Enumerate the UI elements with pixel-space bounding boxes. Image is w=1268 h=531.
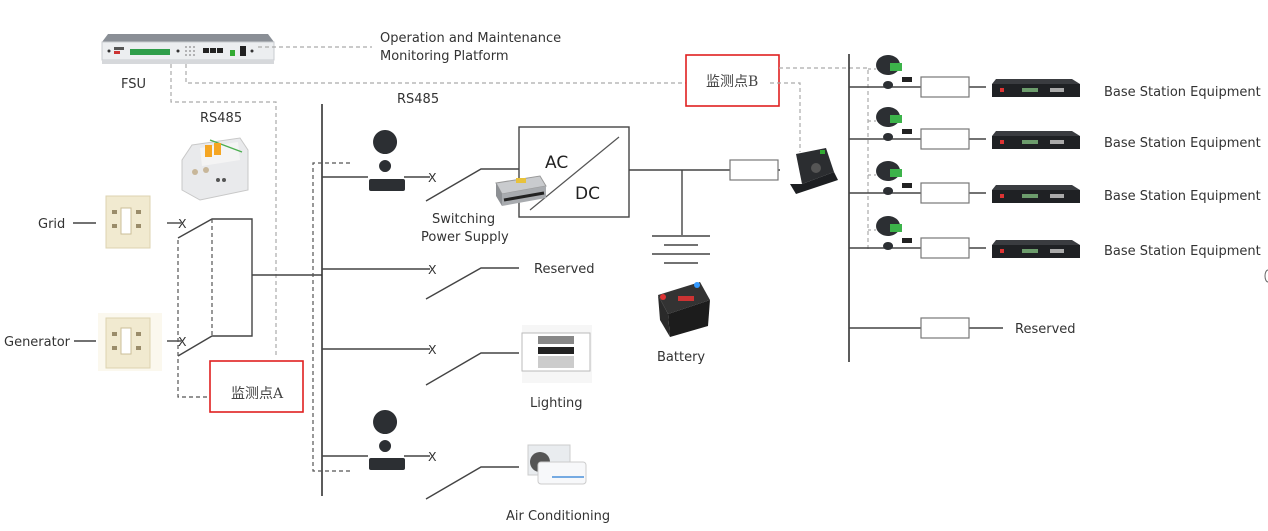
branch-4-current-sensor [369, 410, 405, 470]
converter-dc-label: DC [575, 184, 600, 204]
monitor-point-b-label: 监测点B [706, 74, 758, 90]
base-station-equipment-device [992, 131, 1080, 149]
transfer-switch [177, 218, 253, 357]
monitor-point-b[interactable]: 监测点B [685, 54, 780, 107]
battery-symbol [652, 235, 710, 264]
generator-current-transformer [98, 313, 162, 371]
platform-label-line2: Monitoring Platform [380, 49, 508, 64]
grid-label: Grid [38, 217, 65, 232]
dc-branch-current-sensor [876, 161, 912, 195]
dc-branch-fuse [920, 128, 970, 150]
branch-1-current-sensor [369, 130, 405, 191]
battery-device [658, 282, 710, 337]
base-station-label-4: Base Station Equipment [1104, 244, 1261, 259]
ac-dc-converter: AC DC [518, 126, 630, 218]
grid-switch-mark: X [178, 216, 187, 231]
switching-power-supply-device [495, 175, 547, 206]
grid-current-transformer [105, 195, 151, 249]
dc-reserved-label: Reserved [1015, 322, 1076, 337]
base-station-equipment-device [992, 185, 1080, 203]
fsu-label: FSU [121, 77, 146, 92]
edge-artifact [1264, 269, 1268, 283]
monitor-b-to-dc-sensor [770, 82, 801, 152]
dc-branch-current-sensor [876, 55, 912, 89]
base-station-equipment-device [992, 240, 1080, 258]
branch-2-switch-mark: X [428, 262, 437, 277]
dc-branch-list [849, 55, 1080, 339]
dc-branch-fuse [920, 76, 970, 98]
fsu-to-monitor-a-link [170, 64, 277, 355]
air-conditioning-device [527, 444, 587, 485]
rs485-left-label: RS485 [200, 111, 242, 126]
dc-branch-current-sensor [876, 107, 912, 141]
monitor-point-a-label: 监测点A [231, 386, 284, 402]
dc-branch-current-sensor [876, 216, 912, 250]
monitor-b-to-dc-bus [779, 67, 869, 70]
lighting-device [521, 325, 592, 383]
rs485-meter-device [181, 137, 249, 201]
dc-branch-fuse [920, 317, 970, 339]
converter-ac-label: AC [545, 153, 568, 173]
air-conditioning-label: Air Conditioning [506, 509, 610, 524]
ac-reserved-label: Reserved [534, 262, 595, 277]
rs485-bus-label: RS485 [397, 92, 439, 107]
generator-label: Generator [4, 335, 71, 350]
monitor-point-a[interactable]: 监测点A [209, 360, 304, 413]
branch-3-switch-mark: X [428, 342, 437, 357]
switching-power-supply-label-line1: Switching [432, 212, 495, 227]
dc-main-current-sensor [790, 148, 838, 194]
switching-power-supply-label-line2: Power Supply [421, 230, 509, 245]
dc-branch-fuse [920, 182, 970, 204]
platform-label-line1: Operation and Maintenance [380, 31, 561, 46]
branch-4-switch-mark: X [428, 449, 437, 464]
generator-switch-mark: X [178, 334, 187, 349]
base-station-equipment-device [992, 79, 1080, 97]
dc-branch-fuse [920, 237, 970, 259]
lighting-label: Lighting [530, 396, 583, 411]
battery-label: Battery [657, 350, 705, 365]
dc-main-fuse [729, 159, 779, 181]
fsu-device [101, 34, 275, 64]
branch-1-switch-mark: X [428, 170, 437, 185]
base-station-label-2: Base Station Equipment [1104, 136, 1261, 151]
base-station-label-1: Base Station Equipment [1104, 85, 1261, 100]
base-station-label-3: Base Station Equipment [1104, 189, 1261, 204]
fsu-to-monitor-b-link [185, 64, 686, 84]
